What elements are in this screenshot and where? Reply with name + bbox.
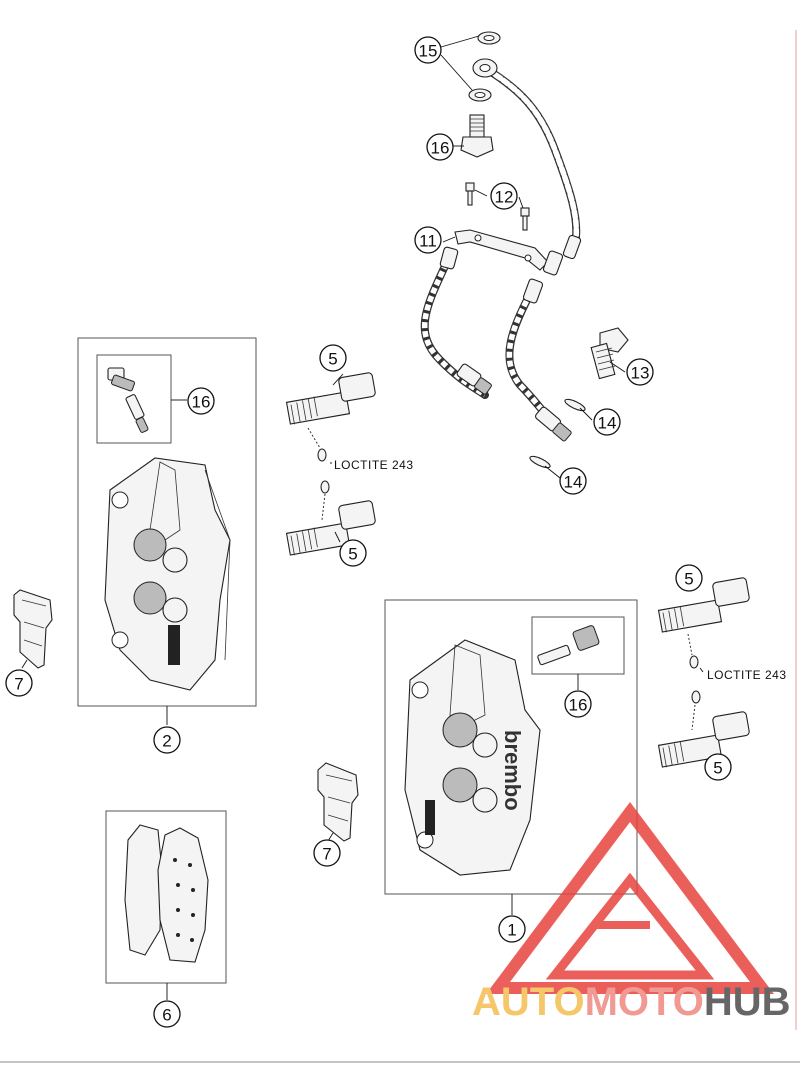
- callout-15: 16: [426, 133, 454, 161]
- caliper-2: [104, 457, 231, 691]
- callout-7-middle: 7: [313, 839, 341, 867]
- leader-loctite-right: [699, 667, 704, 673]
- svg-text:5: 5: [328, 350, 337, 369]
- callout-14-low: 14: [559, 467, 587, 495]
- callout-14-top: 15: [414, 36, 442, 64]
- callout-5-upper-a: 5: [319, 344, 347, 372]
- bleed-valve-left: [107, 367, 149, 433]
- pads-box: [105, 810, 227, 984]
- callout-12: 12: [490, 182, 518, 210]
- loctite-label-right: LOCTITE 243: [707, 668, 787, 682]
- svg-text:6: 6: [162, 1006, 171, 1025]
- leader-5a: [332, 373, 344, 386]
- leader-5b: [334, 531, 341, 543]
- bolt-5-right-a: [657, 577, 750, 633]
- svg-text:11: 11: [419, 232, 437, 251]
- callout-16-left: 16: [187, 387, 215, 415]
- brake-hose-assembly: [420, 31, 629, 469]
- svg-text:16: 16: [192, 393, 211, 412]
- svg-text:5: 5: [684, 570, 693, 589]
- callout-16-right: 16: [564, 690, 592, 718]
- callout-2: 2: [153, 726, 181, 754]
- callout-7-left: 7: [5, 669, 33, 697]
- loctite-label-upper: LOCTITE 243: [334, 458, 414, 472]
- watermark-logo: [486, 802, 774, 994]
- svg-text:14: 14: [598, 414, 617, 433]
- caliper-1-box: [384, 599, 638, 895]
- leader-7-left: [21, 659, 28, 669]
- svg-text:12: 12: [495, 188, 514, 207]
- svg-text:14: 14: [564, 473, 583, 492]
- bleed-valve-right: [537, 625, 600, 666]
- hose-leader-lines: [440, 35, 626, 479]
- caliper-1: brembo: [404, 639, 541, 876]
- loctite-dots-upper: [307, 427, 332, 521]
- callout-13: 13: [626, 358, 654, 386]
- watermark-text: AUTOMOTOHUB: [472, 980, 791, 1024]
- svg-text:7: 7: [322, 845, 331, 864]
- pad-spring-7-middle: [317, 762, 359, 842]
- callout-5-upper-b: 5: [339, 539, 367, 567]
- loctite-dots-right: [687, 633, 701, 731]
- svg-text:7: 7: [14, 675, 23, 694]
- callout-14-mid: 14: [593, 408, 621, 436]
- bleed-kit-box-left: [96, 354, 172, 444]
- svg-text:5: 5: [348, 545, 357, 564]
- callout-5-right-b: 5: [704, 753, 732, 781]
- callout-6: 6: [153, 1000, 181, 1028]
- bolt-5-upper-b: [285, 500, 376, 556]
- callout-5-right-a: 5: [675, 564, 703, 592]
- svg-text:16: 16: [431, 139, 450, 158]
- svg-text:5: 5: [713, 759, 722, 778]
- callout-11: 11: [414, 226, 442, 254]
- svg-text:16: 16: [569, 696, 588, 715]
- svg-text:13: 13: [631, 364, 650, 383]
- callout-1: 1: [498, 915, 526, 943]
- pad-spring-7-left: [13, 589, 53, 669]
- brake-pads-6: [124, 824, 209, 963]
- svg-text:15: 15: [419, 42, 438, 61]
- bolt-5-right-b: [657, 711, 750, 768]
- bolt-5-upper-a: [285, 372, 376, 425]
- svg-text:1: 1: [507, 921, 516, 940]
- svg-text:2: 2: [162, 732, 171, 751]
- caliper-brand-text: brembo: [500, 730, 525, 811]
